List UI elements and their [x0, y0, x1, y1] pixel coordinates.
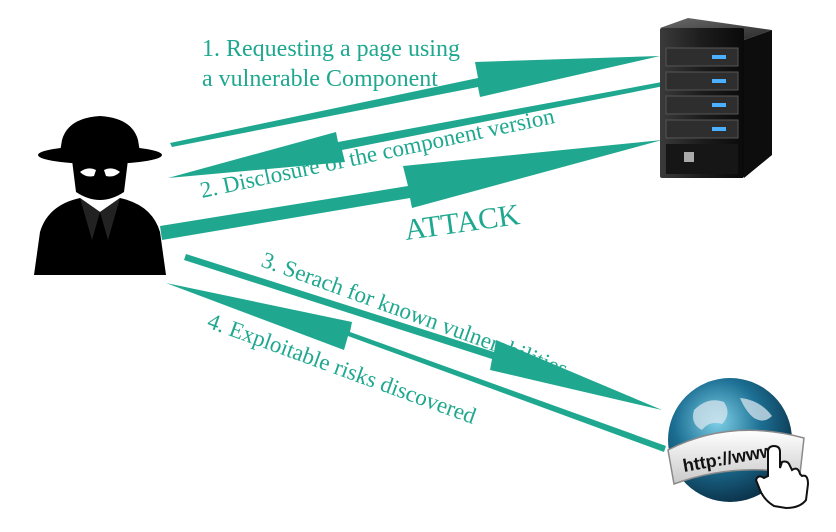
hacker-eyes	[80, 168, 120, 177]
hand-cursor-icon	[754, 444, 810, 510]
globe-www-icon: http://www.	[667, 378, 810, 510]
arrow-attack	[160, 140, 662, 240]
arrows	[160, 56, 666, 452]
hacker-icon	[34, 116, 166, 275]
arrow-step2-disclosure	[168, 82, 664, 178]
server-icon	[660, 18, 772, 178]
step1-label-line2: a vulnerable Component	[202, 66, 438, 92]
step2-label: 2. Disclosure of the component version	[198, 103, 557, 203]
arrow-step4-exploit	[166, 283, 666, 452]
step1-label-line1: 1. Requesting a page using	[202, 36, 460, 62]
arrow-step1-request	[170, 56, 660, 147]
arrow-step3-search	[184, 254, 662, 410]
